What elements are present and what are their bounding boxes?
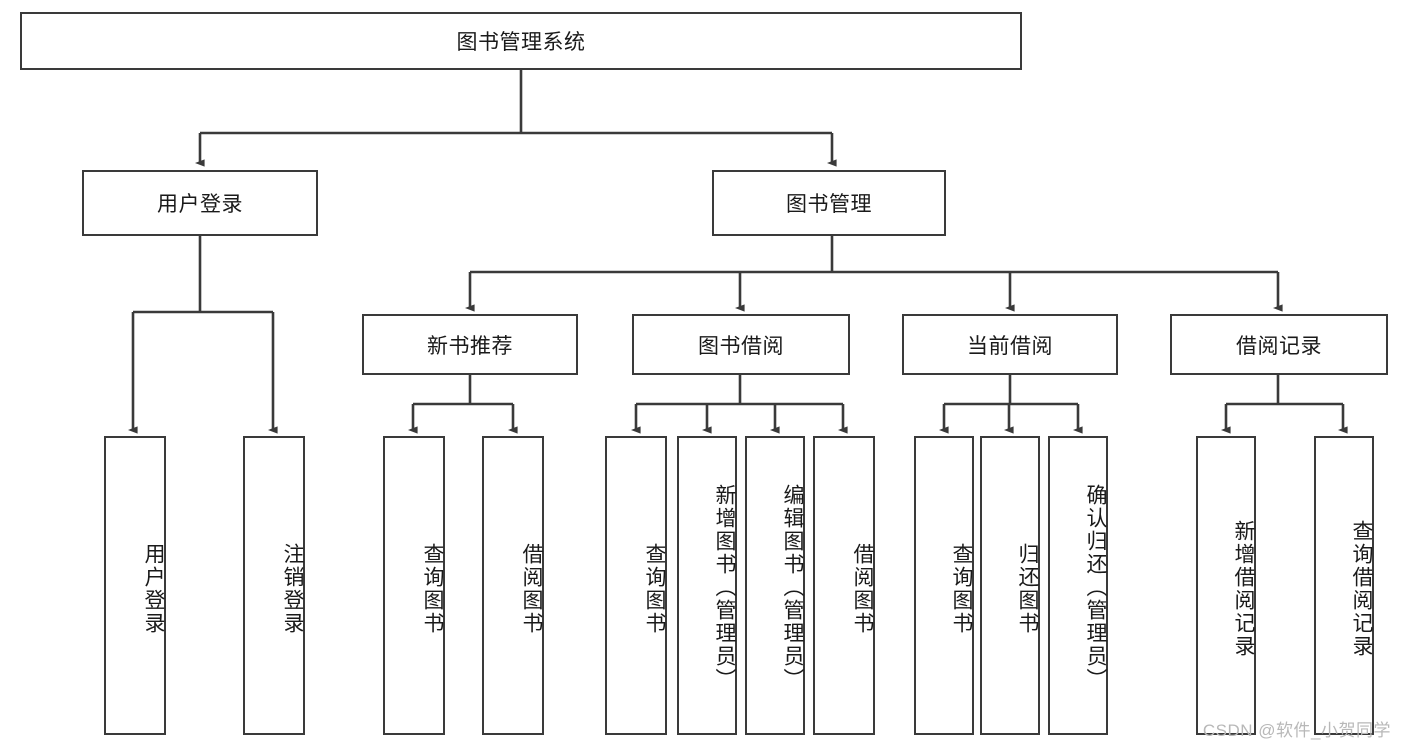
node-label: 借阅图书: [520, 542, 543, 635]
node-book-borrow[interactable]: 图书借阅: [632, 314, 850, 375]
leaf-query-book-borrow[interactable]: 查询图书: [605, 436, 667, 735]
node-label: 新书推荐: [427, 334, 513, 358]
leaf-logout-login[interactable]: 注销登录: [243, 436, 305, 735]
node-new-book-recommend[interactable]: 新书推荐: [362, 314, 578, 375]
node-book-management[interactable]: 图书管理: [712, 170, 946, 236]
leaf-query-book-recommend[interactable]: 查询图书: [383, 436, 445, 735]
node-label: 图书管理系统: [456, 31, 586, 54]
node-label: 注销登录: [281, 542, 304, 635]
node-label: 编辑图书（管理员）: [781, 484, 804, 691]
leaf-edit-book[interactable]: 编辑图书（管理员）: [745, 436, 805, 735]
node-label: 查询图书: [421, 542, 444, 635]
leaf-borrow-book-borrow[interactable]: 借阅图书: [813, 436, 875, 735]
leaf-query-borrow-record[interactable]: 查询借阅记录: [1314, 436, 1374, 735]
leaf-add-book[interactable]: 新增图书（管理员）: [677, 436, 737, 735]
watermark-text: CSDN @软件_小贺同学: [1202, 721, 1391, 740]
node-label: 归还图书: [1016, 542, 1039, 635]
node-label: 用户登录: [142, 542, 165, 635]
node-root-system[interactable]: 图书管理系统: [20, 12, 1022, 70]
node-label: 确认归还（管理员）: [1084, 484, 1107, 691]
node-label: 查询图书: [643, 542, 666, 635]
leaf-return-book[interactable]: 归还图书: [980, 436, 1040, 735]
node-label: 图书管理: [786, 193, 872, 216]
node-label: 借阅记录: [1236, 334, 1322, 358]
node-borrow-record[interactable]: 借阅记录: [1170, 314, 1388, 375]
node-user-login[interactable]: 用户登录: [82, 170, 318, 236]
leaf-add-borrow-record[interactable]: 新增借阅记录: [1196, 436, 1256, 735]
leaf-user-login[interactable]: 用户登录: [104, 436, 166, 735]
leaf-query-book-current[interactable]: 查询图书: [914, 436, 974, 735]
node-label: 当前借阅: [967, 334, 1053, 358]
node-label: 新增借阅记录: [1232, 519, 1255, 658]
leaf-confirm-return[interactable]: 确认归还（管理员）: [1048, 436, 1108, 735]
node-label: 用户登录: [157, 193, 243, 216]
node-label: 借阅图书: [851, 542, 874, 635]
node-label: 查询借阅记录: [1350, 519, 1373, 658]
node-current-borrow[interactable]: 当前借阅: [902, 314, 1118, 375]
node-label: 查询图书: [950, 542, 973, 635]
leaf-borrow-book-recommend[interactable]: 借阅图书: [482, 436, 544, 735]
node-label: 图书借阅: [698, 334, 784, 358]
node-label: 新增图书（管理员）: [713, 484, 736, 691]
